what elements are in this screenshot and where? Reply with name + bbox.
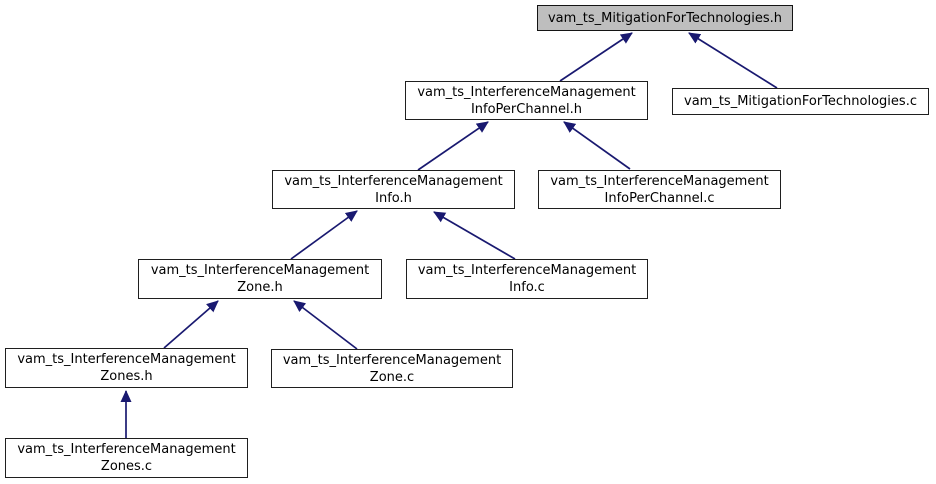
node-vam-ts-interference-management-zone-h[interactable]: vam_ts_InterferenceManagement Zone.h — [138, 259, 382, 299]
node-label: vam_ts_InterferenceManagement — [17, 442, 236, 457]
node-vam-ts-interference-management-zones-h[interactable]: vam_ts_InterferenceManagement Zones.h — [5, 348, 248, 388]
edge-zones-h-to-zone-h — [163, 300, 219, 349]
node-vam-ts-interference-management-zones-c[interactable]: vam_ts_InterferenceManagement Zones.c — [5, 438, 248, 478]
node-label: vam_ts_InterferenceManagement — [417, 263, 637, 278]
node-vam-ts-interference-management-info-h[interactable]: vam_ts_InterferenceManagement Info.h — [272, 170, 515, 209]
node-label: vam_ts_MitigationForTechnologies.c — [684, 94, 917, 109]
node-label: vam_ts_InterferenceManagement — [284, 173, 503, 189]
node-label: Zones.c — [100, 459, 153, 474]
node-vam-ts-interference-management-info-per-channel-h[interactable]: vam_ts_InterferenceManagement InfoPerCha… — [405, 81, 648, 120]
node-label: vam_ts_InterferenceManagement — [282, 352, 502, 368]
node-vam-ts-mitigation-for-technologies-h[interactable]: vam_ts_MitigationForTechnologies.h — [537, 5, 793, 31]
node-label: vam_ts_MitigationForTechnologies.h — [547, 10, 783, 26]
node-vam-ts-interference-management-zone-c[interactable]: vam_ts_InterferenceManagement Zone.c — [271, 349, 513, 388]
edge-info-c-to-info-h — [433, 211, 516, 260]
edge-infoperchannel-c-to-infoperchannel-h — [563, 121, 631, 170]
node-vam-ts-mitigation-for-technologies-c[interactable]: vam_ts_MitigationForTechnologies.c — [672, 88, 929, 115]
node-label: vam_ts_InterferenceManagement — [417, 84, 636, 100]
node-label: InfoPerChannel.h — [470, 101, 583, 117]
edge-zone-c-to-zone-h — [293, 300, 358, 350]
node-label: Info.c — [509, 280, 545, 295]
node-label: vam_ts_InterferenceManagement — [150, 263, 370, 278]
node-label: Zone.h — [237, 280, 283, 295]
node-label: Zone.c — [369, 369, 415, 385]
edge-info-h-to-infoperchannel-h — [417, 121, 489, 171]
node-vam-ts-interference-management-info-per-channel-c[interactable]: vam_ts_InterferenceManagement InfoPerCha… — [538, 170, 781, 209]
node-vam-ts-interference-management-info-c[interactable]: vam_ts_InterferenceManagement Info.c — [406, 259, 648, 299]
edge-mitigation-c-to-mitigation-h — [688, 32, 778, 89]
node-label: Info.h — [375, 190, 412, 206]
node-label: vam_ts_InterferenceManagement — [550, 173, 769, 189]
node-label: InfoPerChannel.c — [604, 190, 715, 206]
edge-zone-h-to-info-h — [290, 210, 358, 260]
node-label: vam_ts_InterferenceManagement — [17, 352, 236, 367]
edge-infoperchannel-h-to-mitigation-h — [559, 32, 633, 82]
node-label: Zones.h — [100, 369, 153, 384]
